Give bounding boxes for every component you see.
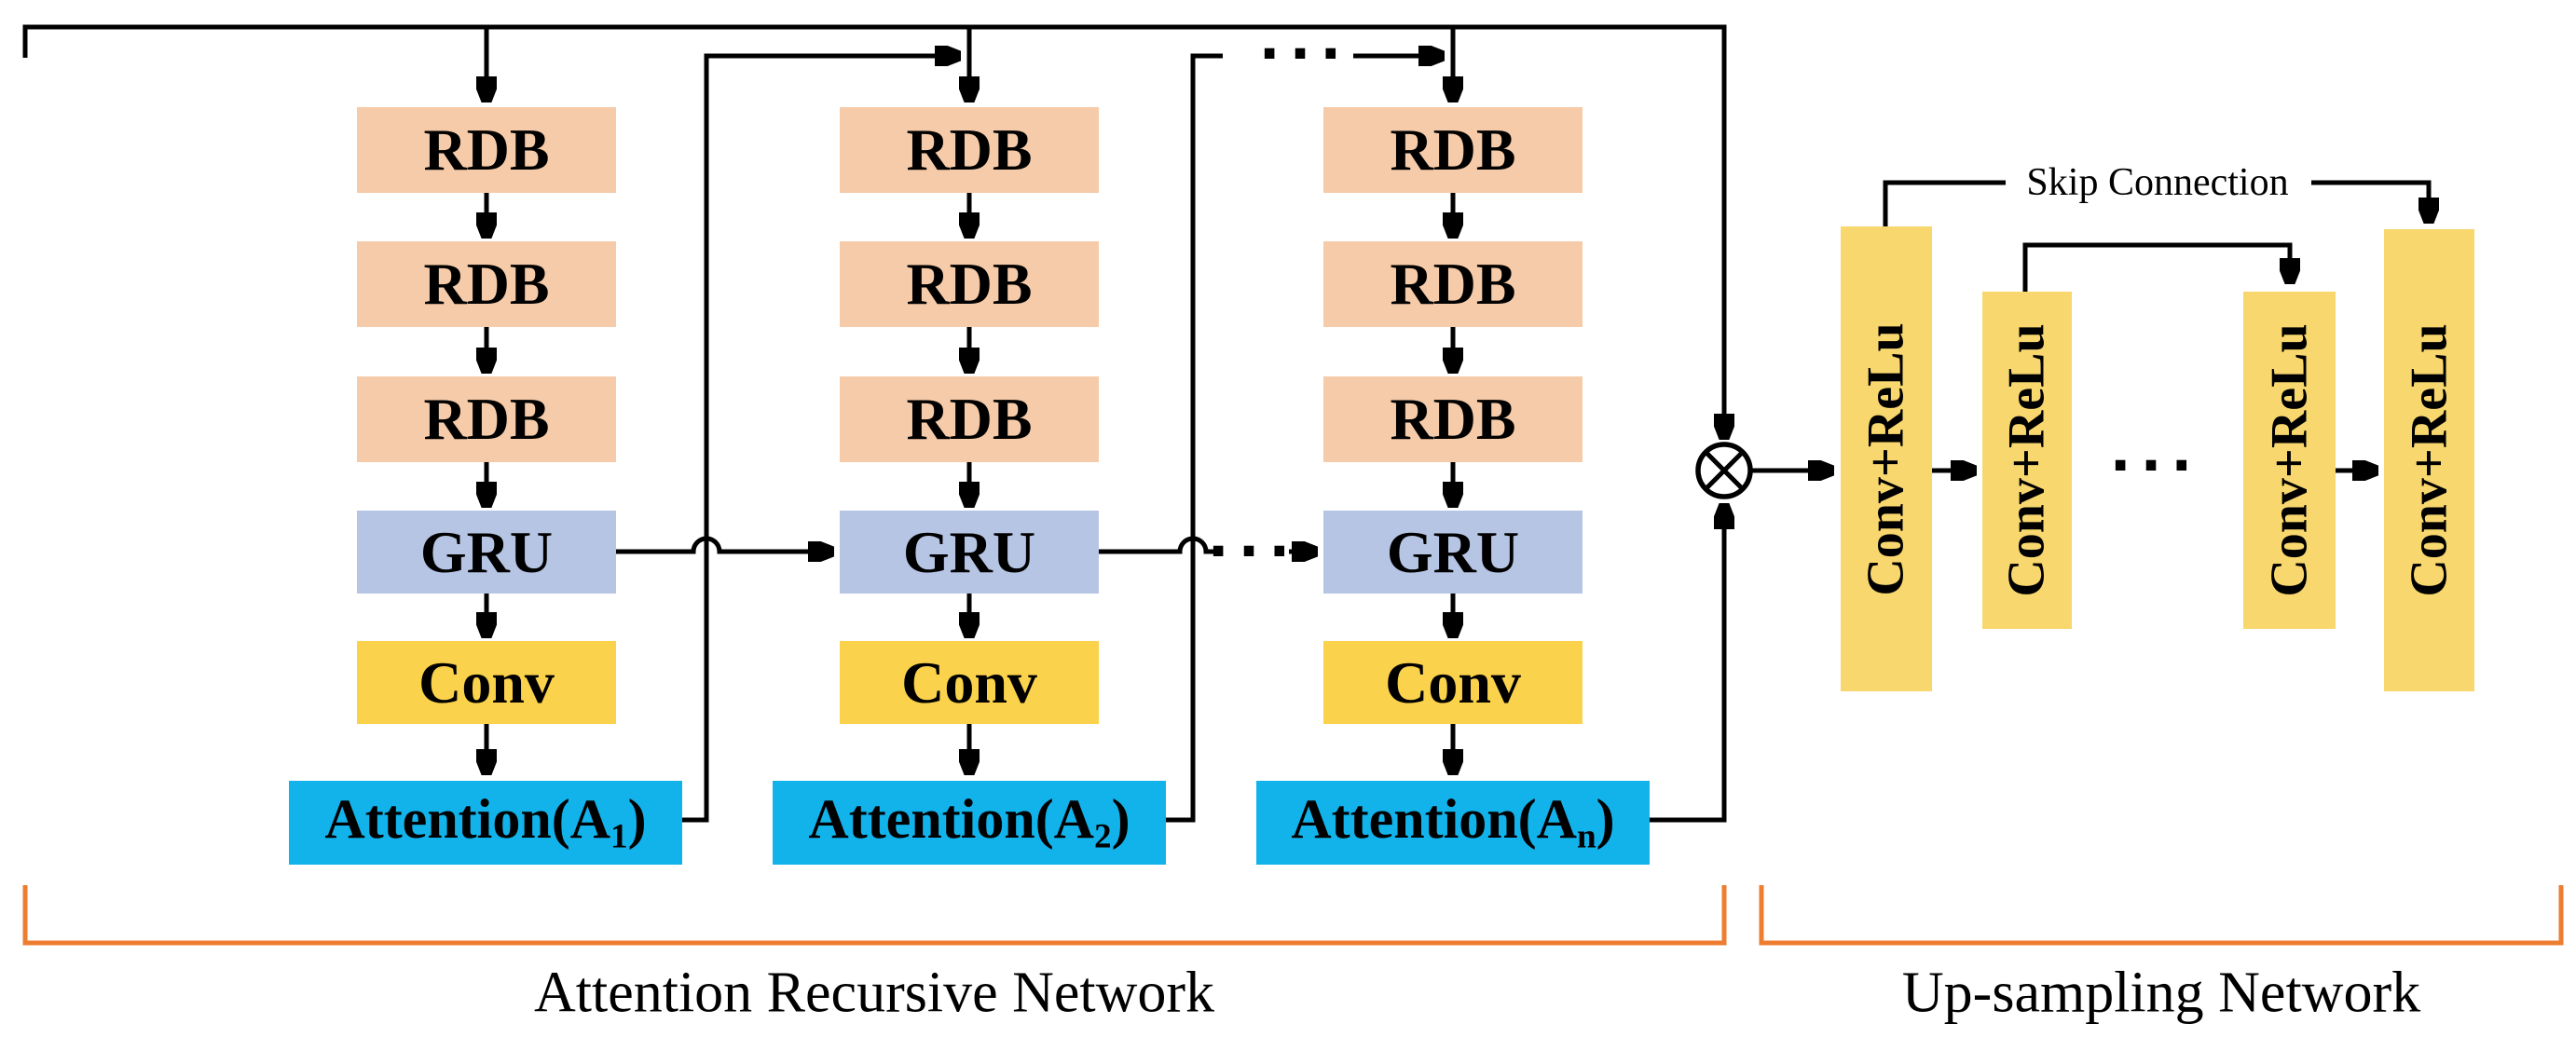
rdb-block: RDB — [840, 107, 1099, 193]
inner-skip-line — [2022, 242, 2290, 292]
rdb-block: RDB — [357, 107, 616, 193]
attention-a1-block: Attention(A1) — [289, 781, 682, 865]
section-label-attention-recursive-network: Attention Recursive Network — [533, 961, 1215, 1025]
gru-block: GRU — [840, 511, 1099, 594]
rdb-block: RDB — [1323, 107, 1583, 193]
feedback-ellipsis: ··· — [1259, 21, 1350, 87]
rdb-block: RDB — [840, 376, 1099, 462]
gru-block: GRU — [1323, 511, 1583, 594]
conv-relu-bar-2: Conv+ReLu — [1982, 292, 2072, 629]
attention-label: Attention(A2) — [808, 788, 1130, 856]
conv-block: Conv — [840, 641, 1099, 724]
gru2-to-gru3-line — [1099, 536, 1219, 554]
attention-label: Attention(An) — [1291, 788, 1615, 856]
skip-connection-line-right — [2311, 180, 2429, 222]
rdb-block: RDB — [357, 241, 616, 327]
skip-connection-label: Skip Connection — [2026, 161, 2289, 204]
conv-relu-bar-3: Conv+ReLu — [2243, 292, 2336, 629]
gru1-to-gru2-arrow — [616, 536, 832, 552]
gru-chain-ellipsis: ··· — [1208, 519, 1299, 584]
gru-block: GRU — [357, 511, 616, 594]
rdb-block: RDB — [357, 376, 616, 462]
attention-a2-block: Attention(A2) — [773, 781, 1166, 865]
rdb-block: RDB — [1323, 376, 1583, 462]
attention1-feedback-line — [682, 56, 959, 823]
bracket-upsampling-network — [1759, 885, 2564, 946]
attention-an-block: Attention(An) — [1256, 781, 1650, 865]
rdb-block: RDB — [840, 241, 1099, 327]
input-bus-line — [22, 24, 1724, 438]
section-label-upsampling-network: Up-sampling Network — [1901, 961, 2421, 1025]
attention-label: Attention(A1) — [324, 788, 647, 856]
attention2-feedback-line — [1166, 53, 1223, 823]
bracket-attention-network — [22, 885, 1727, 946]
multiply-icon — [1695, 442, 1753, 499]
conv-block: Conv — [1323, 641, 1583, 724]
rdb-block: RDB — [1323, 241, 1583, 327]
conv-relu-bar-4: Conv+ReLu — [2384, 229, 2474, 691]
upsampling-ellipsis: ··· — [2110, 433, 2201, 498]
skip-connection-line-left — [1883, 180, 2006, 226]
attention-n-output-line — [1650, 505, 1724, 823]
conv-relu-bar-1: Conv+ReLu — [1841, 226, 1932, 691]
conv-block: Conv — [357, 641, 616, 724]
